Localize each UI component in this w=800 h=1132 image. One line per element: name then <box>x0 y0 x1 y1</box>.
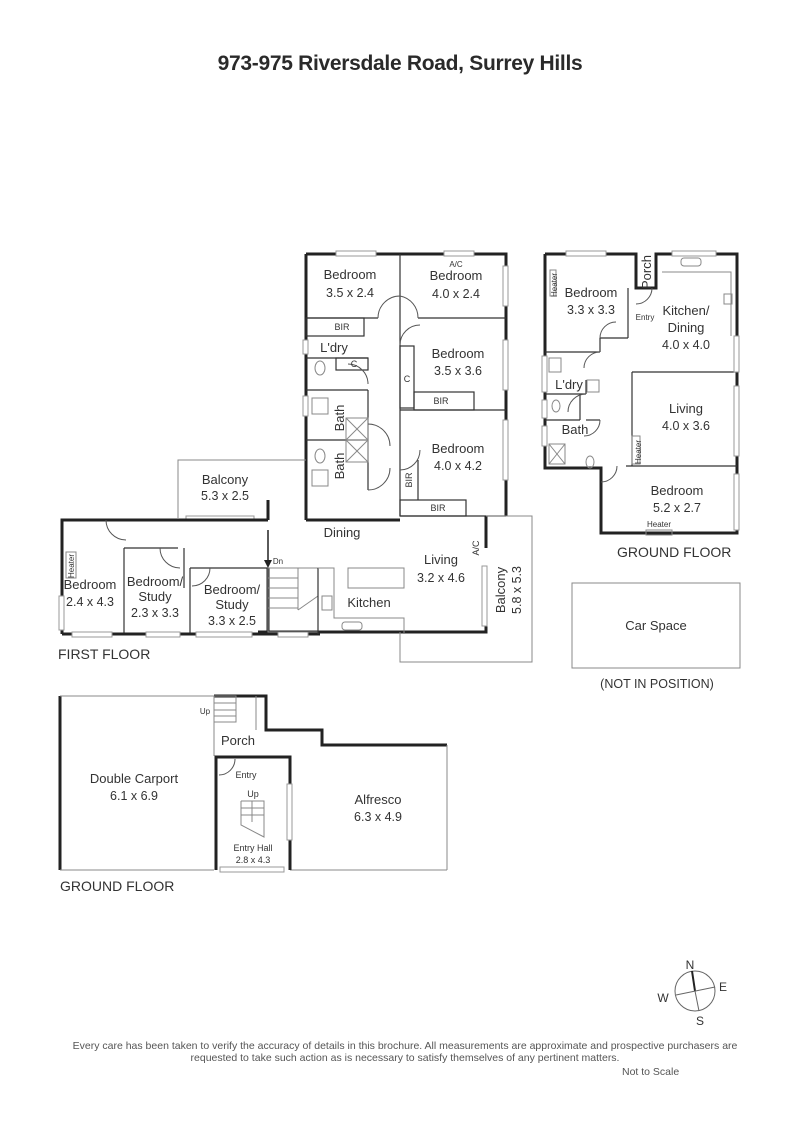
closet-label: C <box>404 374 411 384</box>
room-dims: 2.3 x 3.3 <box>131 606 179 620</box>
room-dims: 3.3 x 3.3 <box>567 303 615 317</box>
first-floor-plan <box>58 250 533 663</box>
ground-floor-main-plan <box>58 694 448 873</box>
room-label: Entry Hall <box>233 843 272 853</box>
bir-label: BIR <box>433 396 449 406</box>
room-dims: 5.8 x 5.3 <box>510 566 524 614</box>
room-label: Double Carport <box>90 771 179 786</box>
room-dims: 6.1 x 6.9 <box>110 789 158 803</box>
room-label: Study <box>138 589 172 604</box>
bath-label: Bath <box>332 453 347 480</box>
floor-label: FIRST FLOOR <box>58 646 150 662</box>
room-label: Balcony <box>202 472 249 487</box>
heater-label: Heater <box>634 440 643 464</box>
room-dims: 3.5 x 2.4 <box>326 286 374 300</box>
stairs-down-label: Dn <box>273 557 283 566</box>
heater-label: Heater <box>647 520 671 529</box>
kitchen-label: Kitchen <box>347 595 390 610</box>
bath-label: Bath <box>562 422 589 437</box>
room-dims: 4.0 x 3.6 <box>662 419 710 433</box>
room-label: Bedroom <box>432 441 485 456</box>
stairs-up-label: Up <box>247 789 259 799</box>
porch-label: Porch <box>221 733 255 748</box>
room-dims: 5.2 x 2.7 <box>653 501 701 515</box>
compass-north: N <box>686 958 695 972</box>
room-label: Alfresco <box>355 792 402 807</box>
room-label: Bedroom <box>430 268 483 283</box>
car-space-note: (NOT IN POSITION) <box>600 677 714 691</box>
page-title: 973-975 Riversdale Road, Surrey Hills <box>217 52 583 75</box>
compass-west: W <box>657 991 669 1005</box>
car-space-box <box>571 582 741 669</box>
compass-south: S <box>696 1014 704 1028</box>
scale-note: Not to Scale <box>622 1066 680 1078</box>
compass-east: E <box>719 980 727 994</box>
room-dims: 3.2 x 4.6 <box>417 571 465 585</box>
closet-label: C <box>351 359 358 369</box>
room-dims: 2.4 x 4.3 <box>66 595 114 609</box>
porch-label: Porch <box>639 255 654 289</box>
room-dims: 2.8 x 4.3 <box>236 855 271 865</box>
room-label: Bedroom <box>651 483 704 498</box>
room-dims: 6.3 x 4.9 <box>354 810 402 824</box>
room-label: Balcony <box>493 566 508 613</box>
ac-label: A/C <box>471 540 481 556</box>
bir-label: BIR <box>430 503 446 513</box>
entry-label: Entry <box>235 770 257 780</box>
disclaimer-text: Every care has been taken to verify the … <box>72 1040 738 1064</box>
laundry-label: L'dry <box>320 340 348 355</box>
room-dims: 4.0 x 4.0 <box>662 338 710 352</box>
room-label: Bedroom <box>324 267 377 282</box>
stairs-up-label: Up <box>200 707 211 716</box>
floor-label: GROUND FLOOR <box>60 878 174 894</box>
laundry-label: L'dry <box>555 377 583 392</box>
room-dims: 5.3 x 2.5 <box>201 489 249 503</box>
bir-label: BIR <box>404 472 414 488</box>
room-label: Bedroom/ <box>127 574 184 589</box>
room-label: Bedroom <box>565 285 618 300</box>
heater-label: Heater <box>550 273 559 297</box>
floor-label: GROUND FLOOR <box>617 544 731 560</box>
ground-floor-unit-plan <box>541 250 740 536</box>
car-space-label: Car Space <box>625 618 686 633</box>
bath-label: Bath <box>332 405 347 432</box>
bir-label: BIR <box>334 322 350 332</box>
dining-label: Dining <box>324 525 361 540</box>
room-dims: 4.0 x 4.2 <box>434 459 482 473</box>
room-label: Bedroom <box>432 346 485 361</box>
room-label: Kitchen/ <box>663 303 710 318</box>
room-label: Bedroom/ <box>204 582 261 597</box>
ac-label: A/C <box>449 260 463 269</box>
room-dims: 4.0 x 2.4 <box>432 287 480 301</box>
room-label: Living <box>424 552 458 567</box>
room-label: Study <box>215 597 249 612</box>
room-label: Dining <box>668 320 705 335</box>
entry-label: Entry <box>636 313 655 322</box>
room-label: Living <box>669 401 703 416</box>
room-dims: 3.5 x 3.6 <box>434 364 482 378</box>
room-dims: 3.3 x 2.5 <box>208 614 256 628</box>
compass-icon <box>674 970 716 1012</box>
room-label: Bedroom <box>64 577 117 592</box>
heater-label: Heater <box>67 554 76 578</box>
